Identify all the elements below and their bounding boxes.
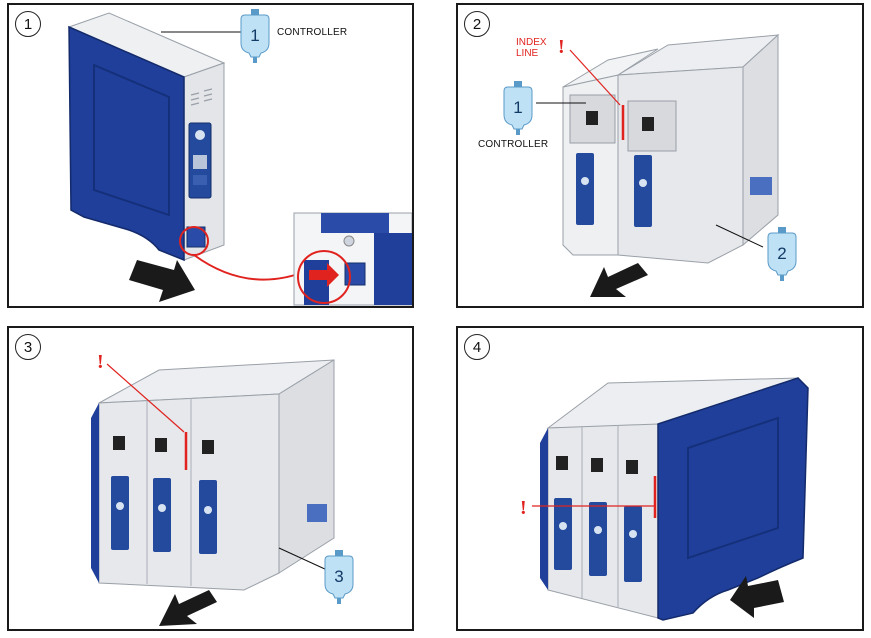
badge-controller-number: 1 <box>513 98 522 117</box>
direction-arrow <box>590 263 648 297</box>
knobs <box>116 502 212 514</box>
index-leader <box>569 49 621 106</box>
direction-arrow <box>730 576 784 618</box>
step-2-warning-icon: ! <box>558 36 565 58</box>
end-cover-emboss <box>687 416 779 560</box>
step-4-warning-icon: ! <box>520 497 527 519</box>
status-light <box>195 130 205 140</box>
inset-blue-side <box>374 233 412 305</box>
controller-blue-edge <box>540 428 548 590</box>
rear-blue-tab <box>307 504 327 522</box>
index-line-label: INDEX LINE <box>516 37 547 59</box>
badge-controller: 1 <box>503 81 533 135</box>
controller-port <box>193 155 207 169</box>
step-4-illustration: ! <box>520 377 809 621</box>
badge-module-number: 2 <box>777 244 786 263</box>
controller-window <box>586 111 598 125</box>
step-1-number: 1 <box>15 11 41 37</box>
blue-strips <box>111 476 217 554</box>
controller-label: CONTROLLER <box>478 139 549 150</box>
index-leader <box>106 363 185 433</box>
module-stack-side <box>278 359 335 574</box>
zoom-connector-line <box>193 254 310 281</box>
direction-arrow <box>159 590 217 626</box>
direction-arrow <box>129 260 195 302</box>
step-4-number: 4 <box>464 334 490 360</box>
step-4-panel: 4 ! <box>456 326 864 631</box>
step-2-illustration: ! 1 2 <box>503 33 797 297</box>
step-3-number: 3 <box>15 334 41 360</box>
controller-blue-edge <box>91 403 99 583</box>
inset-knob <box>343 235 355 247</box>
cover-emboss <box>93 63 170 217</box>
controller-blue-cover <box>68 25 185 262</box>
module-side <box>742 33 779 247</box>
controller-knob <box>581 177 589 185</box>
windows <box>556 456 638 474</box>
controller-vents <box>190 88 213 106</box>
inset-red-arrow <box>309 263 339 287</box>
controller-blue-strip <box>576 153 594 225</box>
step-2-panel: 2 ! 1 <box>456 3 864 308</box>
badge-3: 3 <box>324 550 354 604</box>
badge-module: 2 <box>767 227 797 281</box>
badge-1: 1 <box>240 9 270 63</box>
module-window <box>642 117 654 131</box>
module-leader-line <box>715 224 764 248</box>
module-knob <box>639 179 647 187</box>
step-3-warning-icon: ! <box>97 351 104 373</box>
inset-highlight-circle <box>297 250 351 304</box>
step-1-illustration: 1 <box>67 9 412 306</box>
step-3-panel: 3 ! 3 <box>7 326 414 631</box>
rear-blue-tab <box>750 177 772 195</box>
step-3-illustration: ! 3 <box>91 351 354 626</box>
controller-top <box>562 48 659 88</box>
step-2-number: 2 <box>464 11 490 37</box>
controller-port-2 <box>193 175 207 185</box>
inset-blue-top <box>321 213 389 233</box>
module-leader-line <box>278 547 328 571</box>
step-1-panel: 1 <box>7 3 414 308</box>
knobs <box>559 522 637 538</box>
badge-1-number: 1 <box>250 26 259 45</box>
controller-label: CONTROLLER <box>277 27 348 38</box>
blue-strips <box>554 498 642 582</box>
module-blue-strip <box>634 155 652 227</box>
windows <box>113 436 214 454</box>
badge-3-number: 3 <box>334 567 343 586</box>
